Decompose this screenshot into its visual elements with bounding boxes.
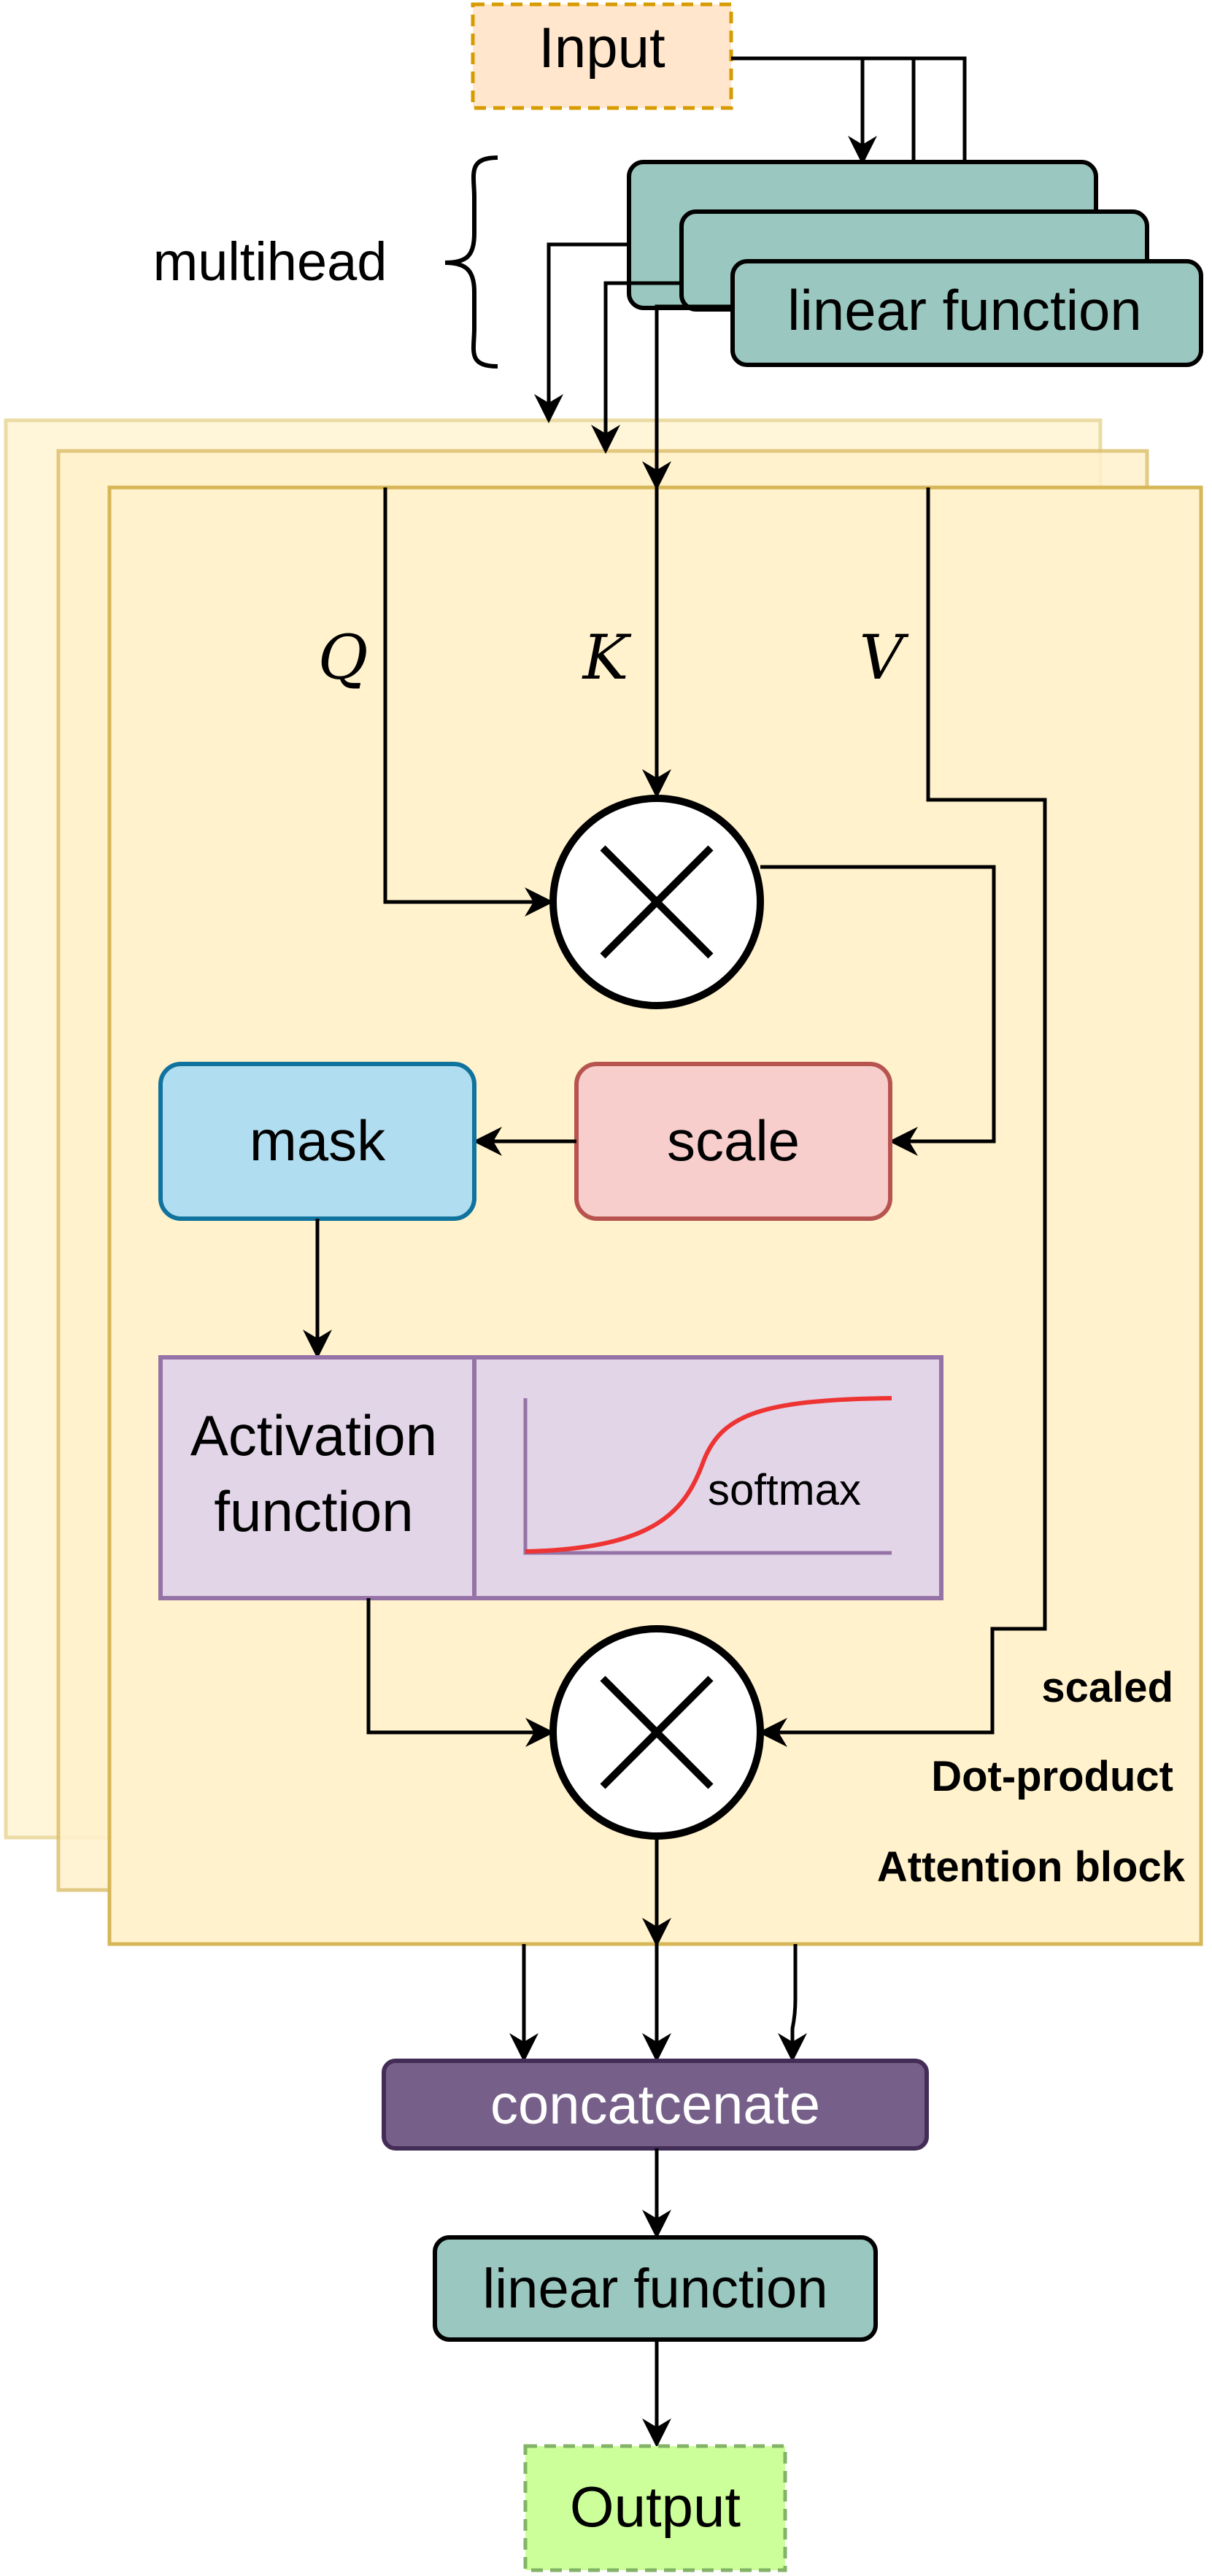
linear-function-label: linear function	[787, 278, 1142, 342]
scale-label: scale	[667, 1108, 800, 1173]
softmax-label: softmax	[708, 1465, 861, 1514]
linear-function-front	[730, 259, 1203, 367]
activation-label-line1: Activation	[190, 1403, 437, 1468]
v-label: V	[860, 622, 909, 693]
activation-to-multiply-connector	[366, 1598, 555, 1747]
block-to-concat-connectors	[509, 1944, 807, 2062]
qkv-connectors	[383, 487, 1047, 1747]
output-label: Output	[570, 2475, 741, 2539]
multiply-icon-1	[600, 845, 714, 959]
output-linear-label: linear function	[482, 2258, 827, 2320]
multihead-brace	[444, 155, 498, 369]
activation-label-line2: function	[214, 1479, 413, 1543]
input-label: Input	[539, 15, 665, 80]
multiply-to-scale-connector	[760, 865, 996, 1156]
block-label-line1: scaled	[1041, 1664, 1173, 1711]
softmax-plot: softmax	[523, 1396, 892, 1555]
multihead-label: multihead	[153, 231, 387, 292]
linear-to-block-connectors	[534, 242, 733, 490]
input-box	[471, 2, 733, 110]
mask-label: mask	[250, 1108, 386, 1173]
softmax-axes	[523, 1398, 892, 1555]
output-box	[523, 2444, 787, 2572]
block-label-line2: Dot-product	[931, 1753, 1173, 1800]
softmax-curve	[525, 1396, 892, 1554]
k-label: K	[582, 622, 632, 693]
concat-label: concatcenate	[490, 2074, 820, 2136]
activation-box	[158, 1355, 943, 1600]
multiply-icon-2	[600, 1675, 714, 1789]
q-label: Q	[318, 622, 368, 693]
block-label-line3: Attention block	[877, 1843, 1186, 1891]
